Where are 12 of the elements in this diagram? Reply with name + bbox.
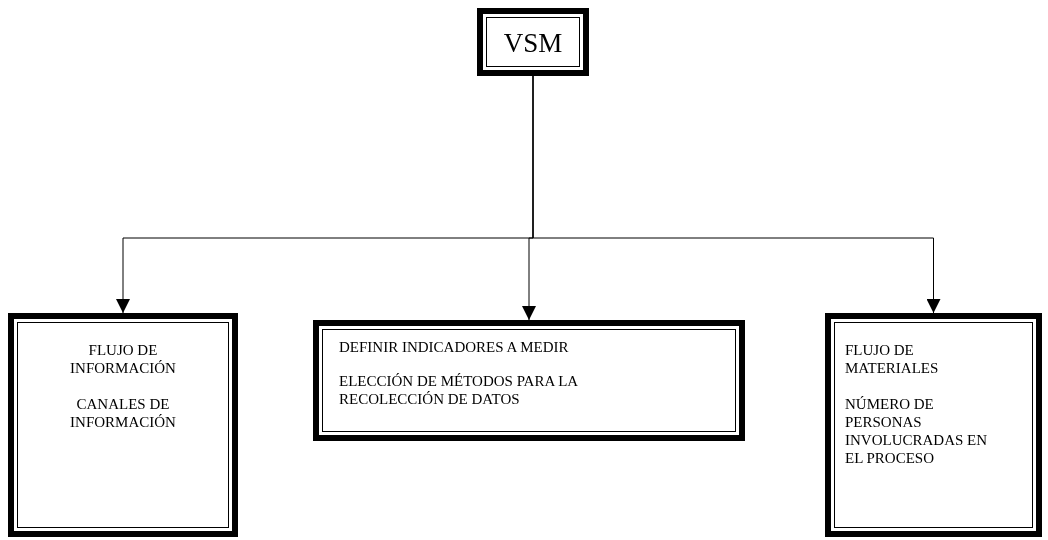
box-text: ELECCIÓN DE MÉTODOS PARA LA RECOLECCIÓN DE DATOS (339, 372, 579, 408)
box-text: FLUJO DE MATERIALES (845, 341, 940, 377)
process-box (8, 313, 238, 537)
box-text: DEFINIR INDICADORES A MEDIR (339, 338, 570, 356)
box-text: FLUJO DE INFORMACIÓN (69, 341, 177, 377)
process-box (313, 320, 745, 441)
box-text: NÚMERO DE PERSONAS INVOLUCRADAS EN EL PROCESO (845, 395, 989, 467)
title-text: VSM (502, 28, 564, 58)
arrow (532, 75, 941, 314)
process-box (477, 8, 589, 76)
process-box (825, 313, 1042, 537)
box-text: CANALES DE INFORMACIÓN (69, 395, 177, 431)
